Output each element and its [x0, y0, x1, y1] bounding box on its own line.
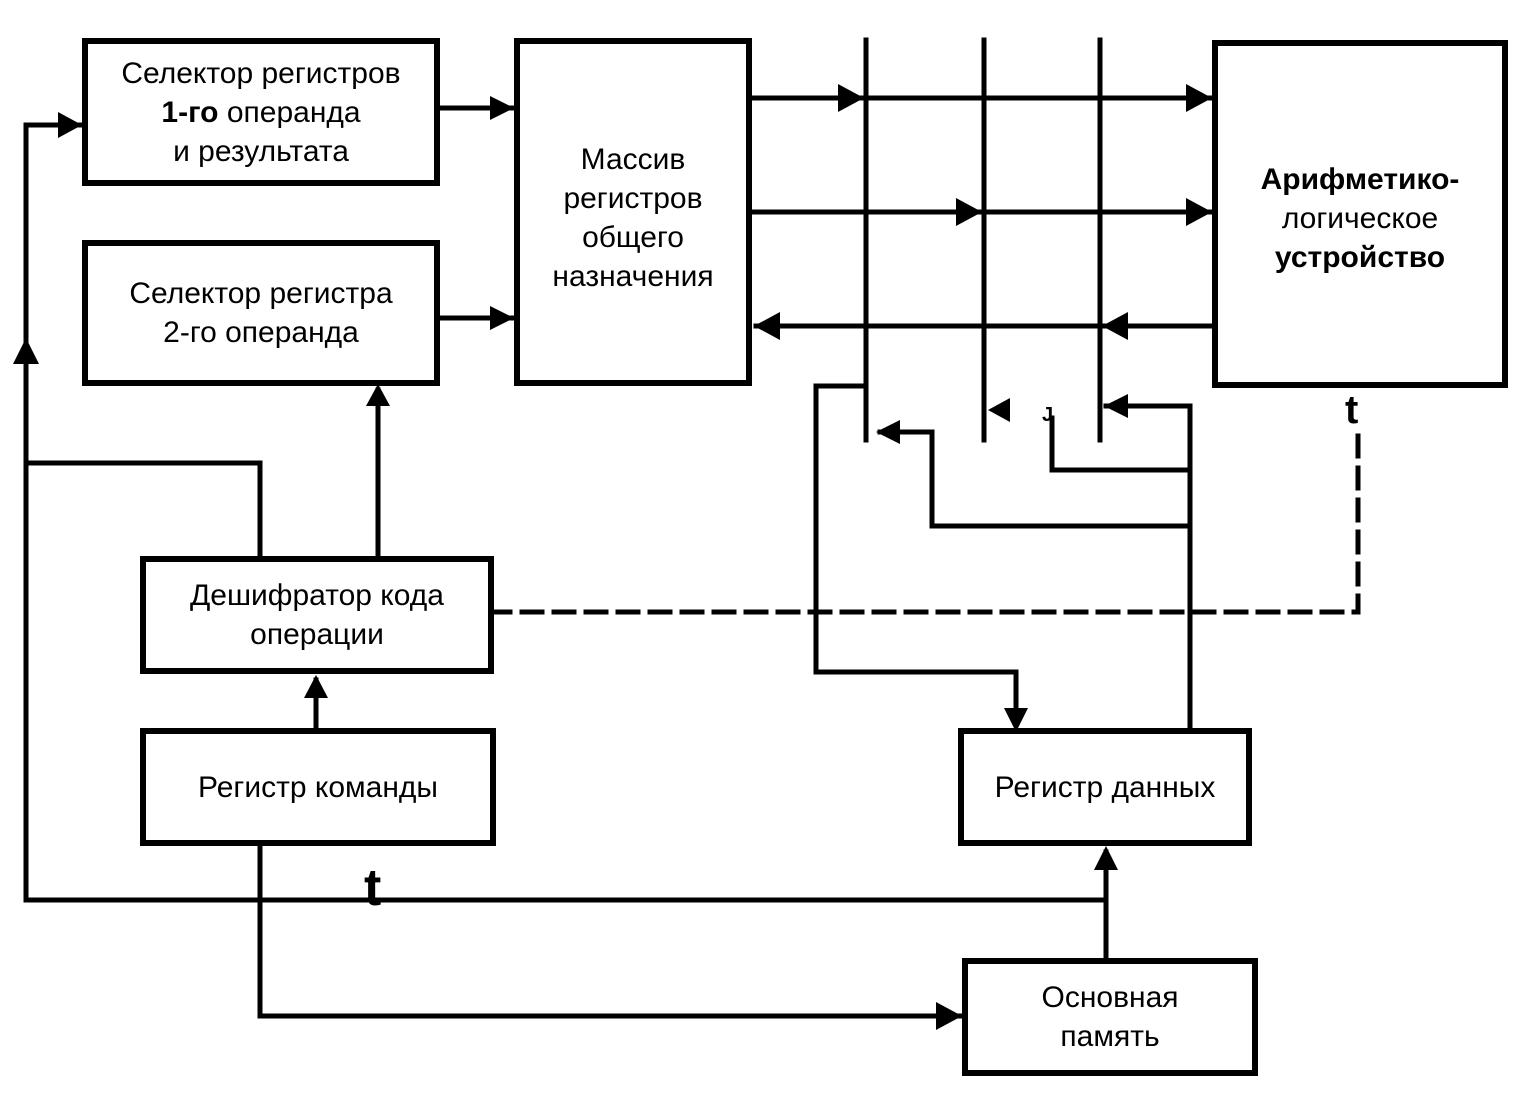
small-j-mark: J	[1042, 404, 1054, 426]
register-array-block: Массив регистров общего назначения	[514, 38, 752, 386]
data-register-block: Регистр данных	[958, 728, 1252, 846]
main-memory-line1: Основная	[1041, 981, 1179, 1014]
register-array-line4: назначения	[552, 260, 714, 293]
register-array-line2: регистров	[563, 182, 703, 215]
selector-2-to-array-arrow	[437, 306, 515, 330]
selector-first-operand-block: Селектор регистров 1-го операнда и резул…	[82, 38, 440, 186]
instruction-register-to-decoder-arrow	[304, 675, 328, 731]
control-dashed-line	[491, 433, 1361, 615]
decoder-to-left-line	[23, 460, 263, 559]
instruction-register-block: Регистр команды	[140, 728, 496, 846]
selector-second-line2: 2-го операнда	[163, 316, 359, 349]
instruction-register-to-memory-arrow	[257, 843, 965, 1030]
alu-line1: Арифметико-	[1260, 163, 1460, 196]
instruction-register-label: Регистр команды	[198, 770, 438, 804]
register-array-line1: Массив	[580, 143, 686, 176]
bus-junction-mark: t	[364, 859, 382, 917]
selector-second-line1: Селектор регистра	[129, 277, 393, 310]
alu-line2: логическое	[1281, 202, 1439, 235]
alu-line3: устройство	[1274, 241, 1446, 274]
selector-first-line3: и результата	[173, 134, 349, 168]
alu-output-mark: t	[1345, 388, 1359, 432]
data-register-to-buses-line	[876, 394, 1193, 731]
bus-to-data-register-line	[813, 383, 1028, 732]
data-register-label: Регистр данных	[994, 770, 1216, 804]
selector-1-to-array-arrow	[437, 96, 515, 120]
alu-block: Арифметико- логическое устройство	[1212, 40, 1508, 388]
selector-first-line2-bold: 1-го	[161, 95, 219, 129]
selector-first-line2: 1-го операнда	[161, 93, 360, 132]
selector-first-line2-rest: операнда	[218, 95, 361, 129]
main-memory-line2: память	[1060, 1020, 1160, 1053]
decoder-line1: Дешифратор кода	[189, 579, 444, 612]
decoder-to-selector-2-arrow	[366, 384, 390, 559]
feedback-line-to-selector-1	[13, 112, 85, 903]
opcode-decoder-block: Дешифратор кода операции	[140, 556, 494, 674]
register-array-line3: общего	[582, 221, 684, 254]
decoder-line2: операции	[250, 618, 384, 651]
selector-first-line1: Селектор регистров	[121, 56, 401, 90]
memory-to-data-register-arrow	[1094, 846, 1118, 961]
main-memory-block: Основная память	[962, 958, 1258, 1076]
selector-second-operand-block: Селектор регистра 2-го операнда	[82, 240, 440, 386]
